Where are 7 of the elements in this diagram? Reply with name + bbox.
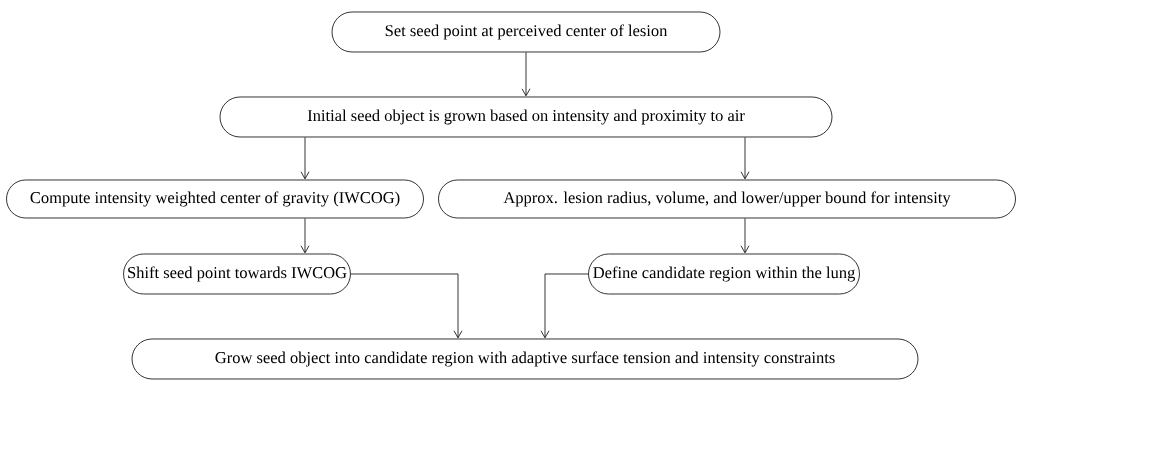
arrow	[350, 273, 463, 339]
arrow	[540, 273, 589, 339]
arrow	[300, 218, 310, 254]
arrow	[521, 52, 531, 97]
arrow	[740, 218, 750, 254]
arrow	[740, 137, 750, 180]
arrow	[300, 137, 310, 180]
